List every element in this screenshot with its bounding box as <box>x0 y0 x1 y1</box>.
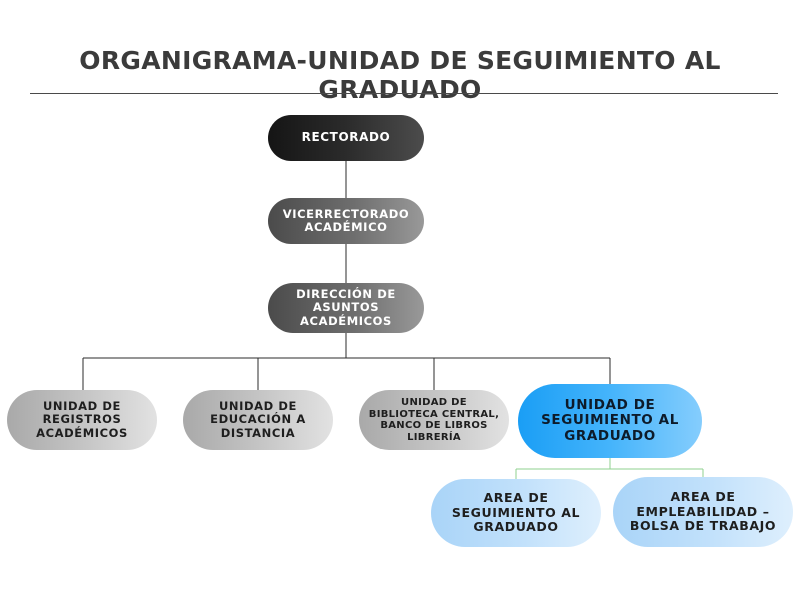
node-rectorado-label: RECTORADO <box>301 130 391 145</box>
title-divider <box>30 93 778 94</box>
node-direccion-asuntos-academicos: DIRECCIÓN DE ASUNTOS ACADÉMICOS <box>268 283 424 333</box>
node-registros-label: UNIDAD DE REGISTROS ACADÉMICOS <box>36 399 128 440</box>
page-title: ORGANIGRAMA-UNIDAD DE SEGUIMIENTO AL GRA… <box>79 46 721 104</box>
node-area-seguimiento-label: AREA DE SEGUIMIENTO AL GRADUADO <box>451 490 581 535</box>
node-area-empleabilidad: AREA DE EMPLEABILIDAD – BOLSA DE TRABAJO <box>613 477 793 547</box>
node-vicerrectorado-academico: VICERRECTORADO ACADÉMICO <box>268 198 424 244</box>
node-rectorado: RECTORADO <box>268 115 424 161</box>
node-unidad-educacion-distancia: UNIDAD DE EDUCACIÓN A DISTANCIA <box>183 390 333 450</box>
node-seguimiento-label: UNIDAD DE SEGUIMIENTO AL GRADUADO <box>541 396 679 444</box>
node-vicerrectorado-label: VICERRECTORADO ACADÉMICO <box>282 206 410 234</box>
node-area-seguimiento-graduado: AREA DE SEGUIMIENTO AL GRADUADO <box>431 479 601 547</box>
node-unidad-biblioteca-central: UNIDAD DE BIBLIOTECA CENTRAL, BANCO DE L… <box>359 390 509 450</box>
node-biblioteca-label: UNIDAD DE BIBLIOTECA CENTRAL, BANCO DE L… <box>368 397 500 443</box>
node-direccion-label: DIRECCIÓN DE ASUNTOS ACADÉMICOS <box>296 287 396 328</box>
node-unidad-registros-academicos: UNIDAD DE REGISTROS ACADÉMICOS <box>7 390 157 450</box>
node-educacion-label: UNIDAD DE EDUCACIÓN A DISTANCIA <box>210 399 306 440</box>
node-unidad-seguimiento-graduado: UNIDAD DE SEGUIMIENTO AL GRADUADO <box>518 384 702 458</box>
node-empleabilidad-label: AREA DE EMPLEABILIDAD – BOLSA DE TRABAJO <box>629 489 777 534</box>
